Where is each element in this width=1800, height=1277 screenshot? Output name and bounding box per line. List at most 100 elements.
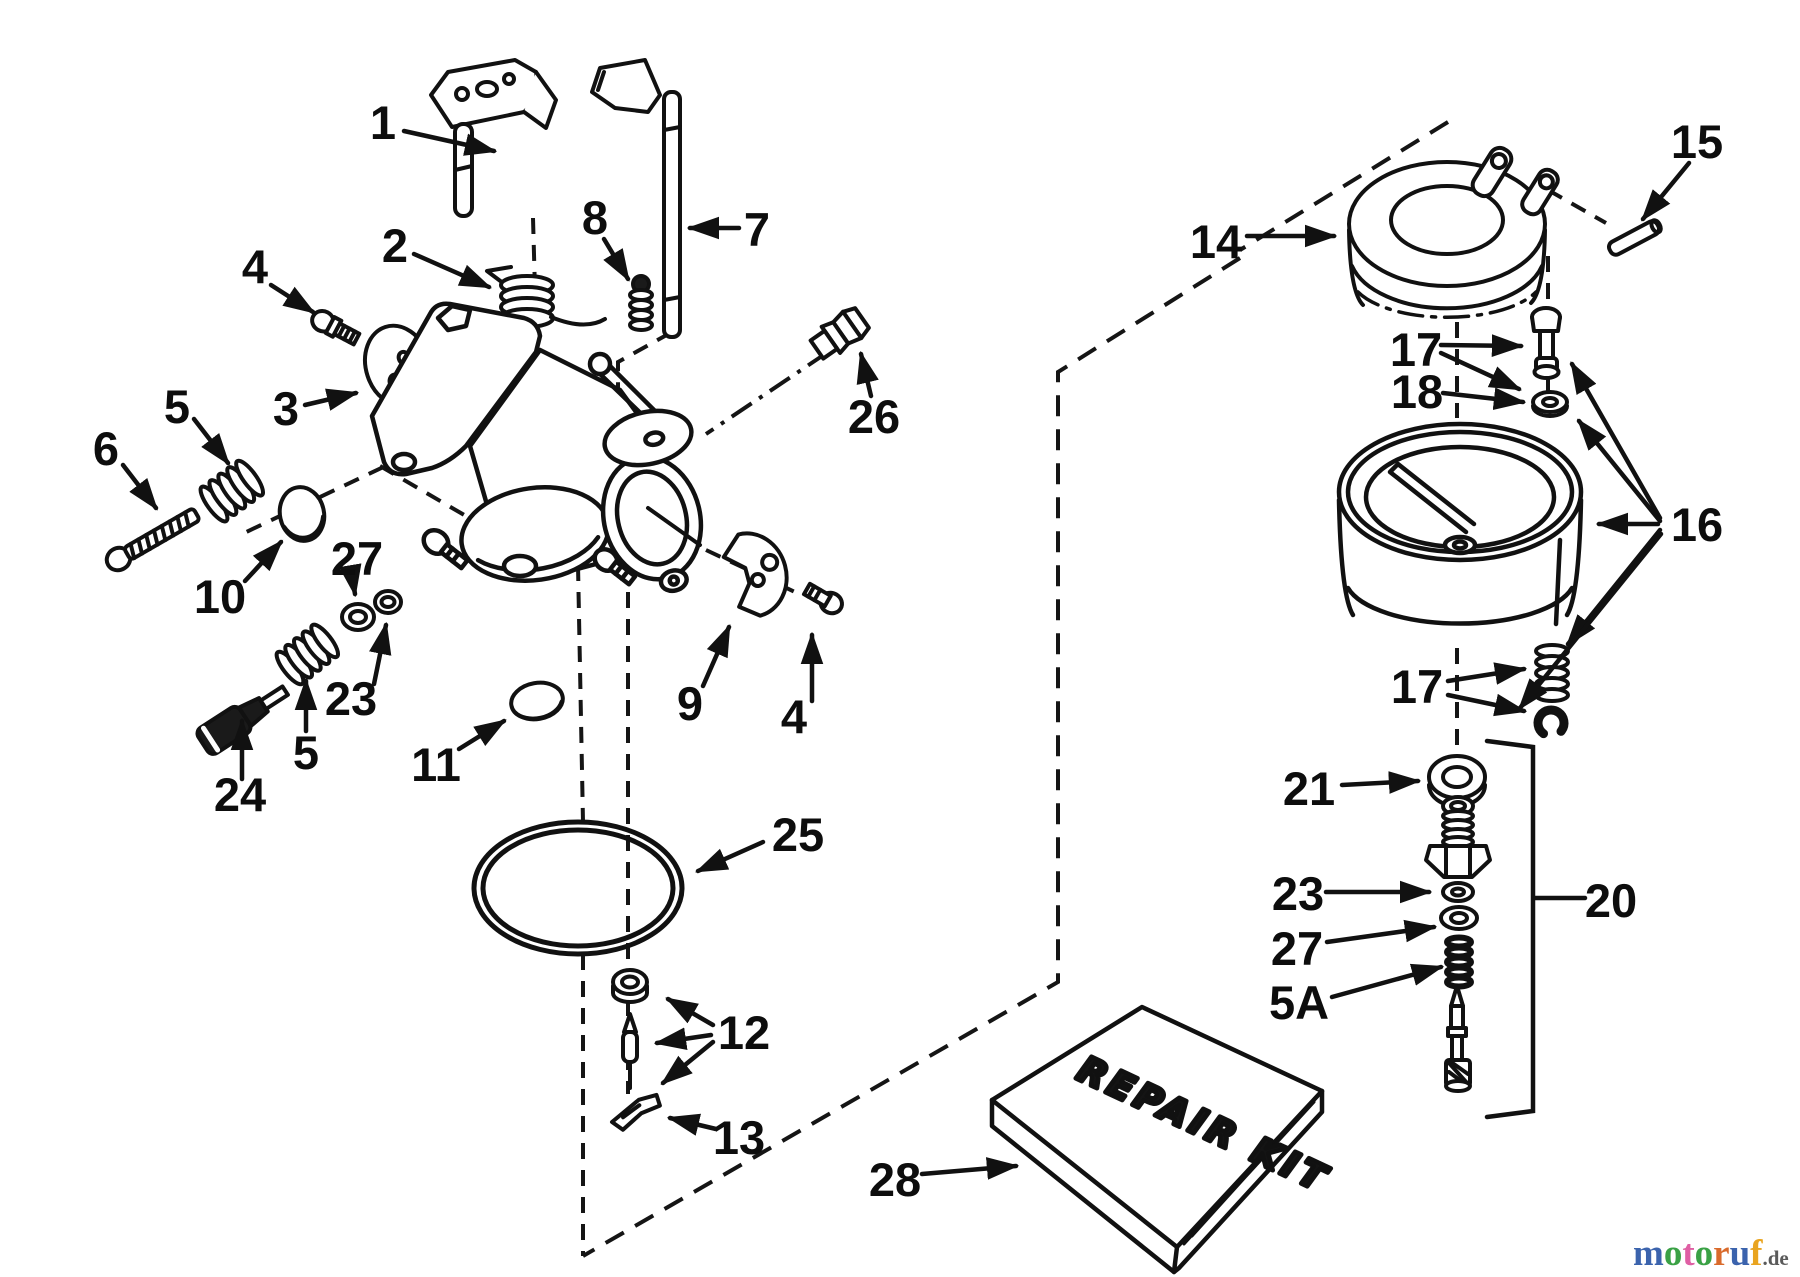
part-long-screw	[104, 507, 201, 573]
arrow-part-2	[411, 251, 492, 290]
part-welch-plug	[277, 485, 327, 543]
callout-part-1: 1	[370, 96, 396, 149]
callout-part-26: 26	[848, 390, 900, 443]
leader-arrows	[120, 128, 1692, 1180]
part-spring-5A	[1444, 934, 1474, 990]
hinge-pin-leader	[1547, 188, 1607, 225]
arrow-part-18	[1440, 387, 1527, 411]
part-bowl-bolt	[1530, 306, 1562, 380]
callout-part-5-upper: 5	[164, 380, 190, 433]
arrow-part-17-bolt	[1438, 334, 1525, 357]
kit-boundary-dashes	[582, 120, 1450, 1258]
part-spring-upper	[198, 458, 266, 524]
callout-part-9: 9	[677, 677, 703, 730]
callout-part-3: 3	[273, 382, 299, 435]
callout-part-23-left: 23	[325, 672, 377, 725]
part-washer-23-right	[1441, 881, 1475, 903]
part-hinge-pin	[1606, 218, 1663, 257]
callout-part-18: 18	[1391, 365, 1443, 418]
part-inlet-fitting	[808, 306, 871, 361]
arrow-part-17-clip	[1445, 692, 1528, 717]
arrow-part-21	[1339, 771, 1422, 794]
part-retainer-clip	[1533, 705, 1569, 741]
part-main-nozzle	[1424, 795, 1492, 879]
bracket-part-20	[1484, 738, 1588, 1120]
arrow-part-13	[666, 1113, 719, 1136]
callout-part-21: 21	[1283, 762, 1335, 815]
callout-part-5-lower: 5	[293, 726, 319, 779]
part-throttle-bracket	[429, 58, 558, 218]
arrow-part-16-bolt	[1569, 361, 1663, 521]
arrow-part-25	[695, 839, 766, 874]
callout-part-17-lower: 17	[1391, 660, 1443, 713]
arrow-part-27-left	[339, 563, 362, 598]
callout-part-20: 20	[1585, 874, 1637, 927]
arrow-part-1	[401, 128, 498, 156]
part-bowl-gasket	[471, 819, 685, 957]
motoruf-watermark: motoruf.de	[1633, 1233, 1789, 1274]
callout-part-4-right: 4	[781, 690, 807, 743]
part-choke-plate	[721, 531, 789, 618]
callout-part-24: 24	[214, 768, 266, 821]
callout-labels: 1 2 4 3 5 6 8 7 26 10 27 23 5 24 11 9 4 …	[93, 96, 1723, 1206]
callout-part-17-upper: 17	[1390, 323, 1442, 376]
callout-part-15: 15	[1671, 115, 1723, 168]
part-float	[1347, 145, 1560, 320]
part-inlet-needle	[621, 1012, 639, 1090]
part-idle-mixture-needle	[1444, 984, 1472, 1093]
callout-part-7: 7	[744, 203, 770, 256]
callout-part-25: 25	[772, 808, 824, 861]
part-screw-top	[310, 309, 362, 347]
arrow-part-11	[456, 718, 507, 752]
fitting-leader	[704, 350, 830, 436]
part-float-bowl	[1336, 421, 1584, 627]
arrow-part-16-clip	[1517, 531, 1664, 711]
callout-part-14: 14	[1190, 215, 1242, 268]
callout-part-16: 16	[1671, 498, 1723, 551]
carb-centerline-left	[576, 564, 585, 1256]
part-screw-right	[801, 581, 844, 616]
callout-part-6: 6	[93, 422, 119, 475]
arrow-part-5A	[1329, 963, 1445, 1000]
arrow-part-9	[700, 624, 732, 689]
callout-part-27-right: 27	[1271, 922, 1323, 975]
motoruf-logo-text: motoruf.de	[1633, 1233, 1789, 1274]
arrow-part-23-left	[369, 621, 392, 687]
callout-part-27-left: 27	[331, 532, 383, 585]
arrow-part-26	[856, 350, 879, 399]
wm-letter-t: t	[1682, 1233, 1695, 1274]
part-washer-27-right	[1439, 905, 1479, 931]
callout-part-13: 13	[713, 1111, 765, 1164]
arrow-part-17-washer	[1438, 350, 1522, 392]
choke-plate-axis	[646, 506, 702, 547]
arrow-part-5-upper	[191, 416, 231, 466]
wm-letter-r: r	[1713, 1233, 1729, 1274]
arrow-part-12-pin	[660, 1039, 716, 1086]
arrow-part-4-top	[268, 282, 316, 315]
wm-letter-o2: o	[1695, 1233, 1714, 1274]
arrow-part-27-right	[1324, 919, 1438, 945]
part-washer-27-left	[340, 602, 376, 632]
callout-part-8: 8	[582, 191, 608, 244]
arrow-part-28	[919, 1157, 1020, 1180]
arrow-part-16-spring	[1565, 527, 1663, 647]
callout-part-4-top: 4	[242, 240, 268, 293]
arrow-part-12-grommet	[665, 996, 716, 1028]
callout-part-5A: 5A	[1269, 976, 1329, 1029]
part-needle-clip	[610, 1092, 662, 1132]
wm-letter-o1: o	[1664, 1233, 1683, 1274]
wm-letter-m: m	[1633, 1233, 1664, 1274]
callout-part-10: 10	[194, 570, 246, 623]
wm-letter-f: f	[1750, 1233, 1763, 1274]
callout-part-2: 2	[382, 219, 408, 272]
part-throttle-shaft	[590, 58, 682, 339]
part-oring-23-left	[373, 589, 403, 615]
part-grommet	[611, 968, 649, 1004]
arrow-part-17-spring	[1445, 662, 1528, 685]
callout-part-23-right: 23	[1272, 867, 1324, 920]
part-seal-washer	[1531, 390, 1569, 418]
wm-suffix: .de	[1763, 1246, 1789, 1270]
callout-part-11: 11	[411, 738, 461, 791]
part-cup-plug	[509, 680, 565, 722]
